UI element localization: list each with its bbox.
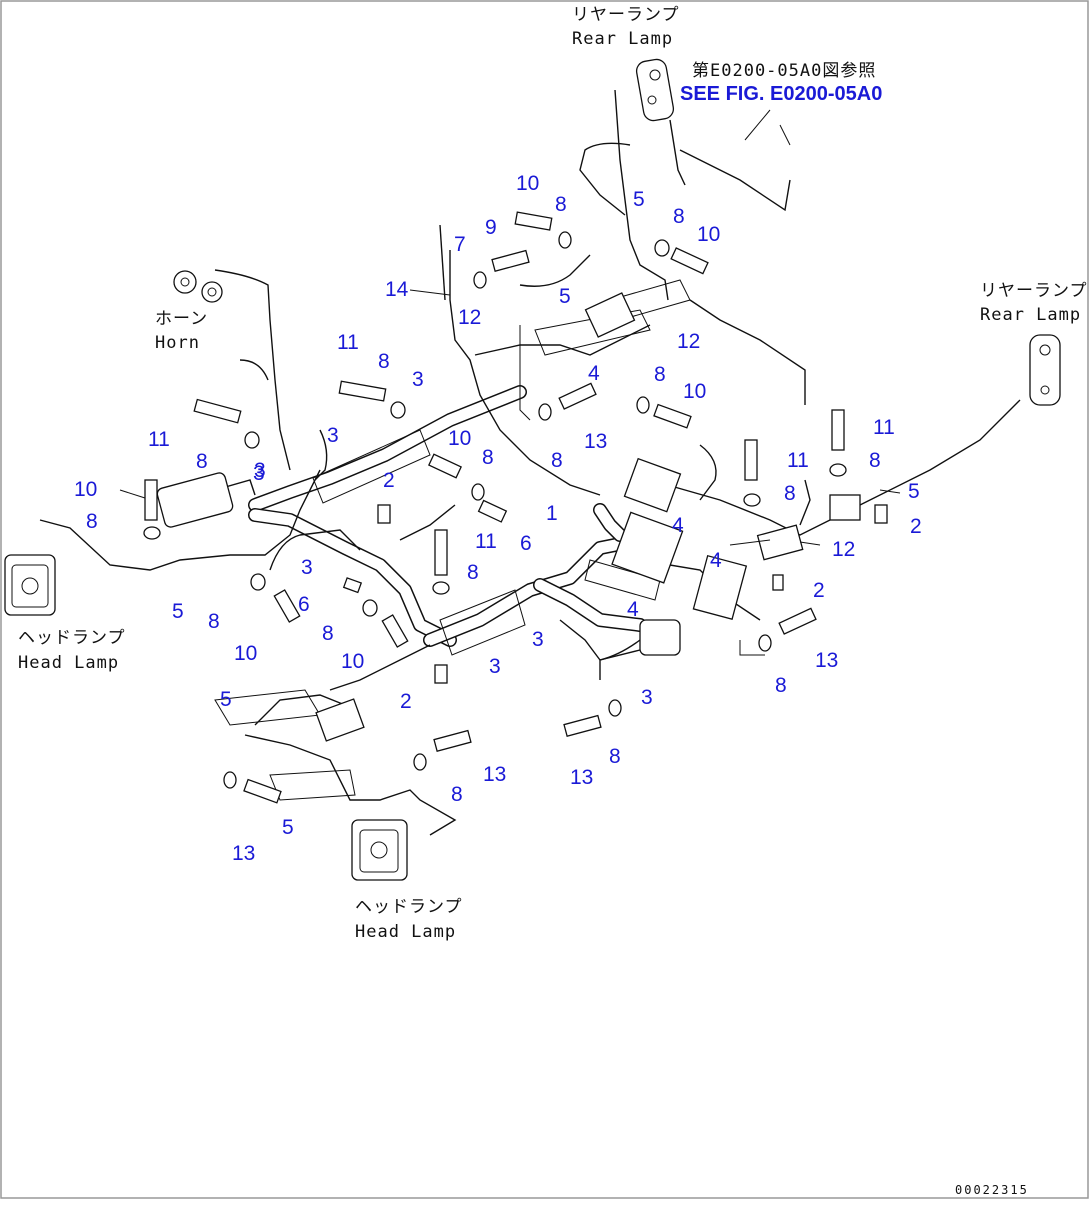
callout: 2 — [910, 515, 922, 538]
callout: 10 — [74, 478, 97, 501]
rear-lamp-top-jp-label: リヤーランプ — [572, 5, 680, 25]
callout: 8 — [322, 622, 334, 645]
callout: 6 — [520, 532, 532, 555]
callout: 10 — [516, 172, 539, 195]
callout: 2 — [813, 579, 825, 602]
callout: 4 — [588, 362, 600, 385]
callout: 3 — [412, 368, 424, 391]
callout: 8 — [609, 745, 621, 768]
callout: 8 — [784, 482, 796, 505]
callout: 3 — [641, 686, 653, 709]
callout: 1 — [546, 502, 558, 525]
callout: 14 — [385, 278, 409, 301]
head-lamp-bottom — [351, 819, 408, 881]
callout: 5 — [282, 816, 294, 839]
horn-part — [173, 270, 223, 303]
callout: 5 — [559, 285, 571, 308]
callout: 2 — [400, 690, 412, 713]
callout: 4 — [672, 514, 684, 537]
callout: 5 — [220, 688, 232, 711]
callout: 2 — [383, 469, 395, 492]
rear-lamp-right-jp-label: リヤーランプ — [980, 281, 1088, 301]
callout: 13 — [584, 430, 607, 453]
callout: 3 — [254, 459, 266, 482]
callout: 8 — [654, 363, 666, 386]
horn-jp-label: ホーン — [155, 309, 208, 329]
callout: 8 — [482, 446, 494, 469]
main-harness-tube — [248, 385, 647, 647]
drawing-number: 00022315 — [955, 1183, 1029, 1197]
callout: 11 — [475, 530, 497, 553]
callout: 3 — [532, 628, 544, 651]
callout: 12 — [458, 306, 481, 329]
callout: 8 — [869, 449, 881, 472]
wiring — [39, 89, 1021, 836]
callout: 8 — [451, 783, 463, 806]
callout: 10 — [683, 380, 706, 403]
callout: 10 — [341, 650, 364, 673]
callout: 13 — [232, 842, 255, 865]
callout: 8 — [208, 610, 220, 633]
callout: 5 — [633, 188, 645, 211]
callout: 3 — [327, 424, 339, 447]
callout: 10 — [448, 427, 471, 450]
callout: 8 — [775, 674, 787, 697]
callout: 11 — [337, 331, 359, 354]
callout: 8 — [673, 205, 685, 228]
callout: 11 — [148, 428, 170, 451]
callout: 3 — [253, 462, 265, 485]
callout: 13 — [815, 649, 838, 672]
callout: 10 — [697, 223, 720, 246]
callout: 7 — [454, 233, 466, 256]
head-lamp-bottom-jp-label: ヘッドランプ — [355, 897, 463, 917]
callout: 10 — [234, 642, 257, 665]
callout: 4 — [627, 598, 639, 621]
callout: 11 — [873, 416, 895, 439]
callout: 3 — [489, 655, 501, 678]
rear-lamp-right-en-label: Rear Lamp — [980, 305, 1081, 325]
callout: 8 — [86, 510, 98, 533]
bolts-and-washers — [143, 211, 888, 804]
callout: 5 — [172, 600, 184, 623]
see-fig-en-label: SEE FIG. E0200-05A0 — [680, 83, 882, 105]
callout: 9 — [485, 216, 497, 239]
head-lamp-left — [4, 554, 56, 616]
callout: 13 — [483, 763, 506, 786]
callout: 4 — [710, 549, 722, 572]
callout-numbers: 10 8 5 9 7 8 10 14 5 12 12 11 8 3 4 8 10… — [74, 172, 922, 865]
see-fig-jp-label: 第E0200-05A0図参照 — [692, 61, 876, 81]
callout: 8 — [196, 450, 208, 473]
rear-lamp-top-en-label: Rear Lamp — [572, 29, 673, 49]
head-lamp-left-en-label: Head Lamp — [18, 653, 119, 673]
callout: 5 — [908, 480, 920, 503]
rear-lamp-right — [1029, 334, 1061, 406]
callout: 8 — [551, 449, 563, 472]
callout: 13 — [570, 766, 593, 789]
callout: 11 — [787, 449, 809, 472]
callout: 12 — [832, 538, 855, 561]
head-lamp-left-jp-label: ヘッドランプ — [18, 628, 126, 648]
callout: 6 — [298, 593, 310, 616]
horn-en-label: Horn — [155, 333, 200, 353]
callout: 8 — [555, 193, 567, 216]
callout: 12 — [677, 330, 700, 353]
callout: 8 — [378, 350, 390, 373]
connector-blocks — [156, 292, 861, 742]
callout: 8 — [467, 561, 479, 584]
callout: 3 — [301, 556, 313, 579]
leader-lines — [119, 109, 901, 656]
rear-lamp-top — [635, 58, 675, 122]
head-lamp-bottom-en-label: Head Lamp — [355, 922, 456, 942]
